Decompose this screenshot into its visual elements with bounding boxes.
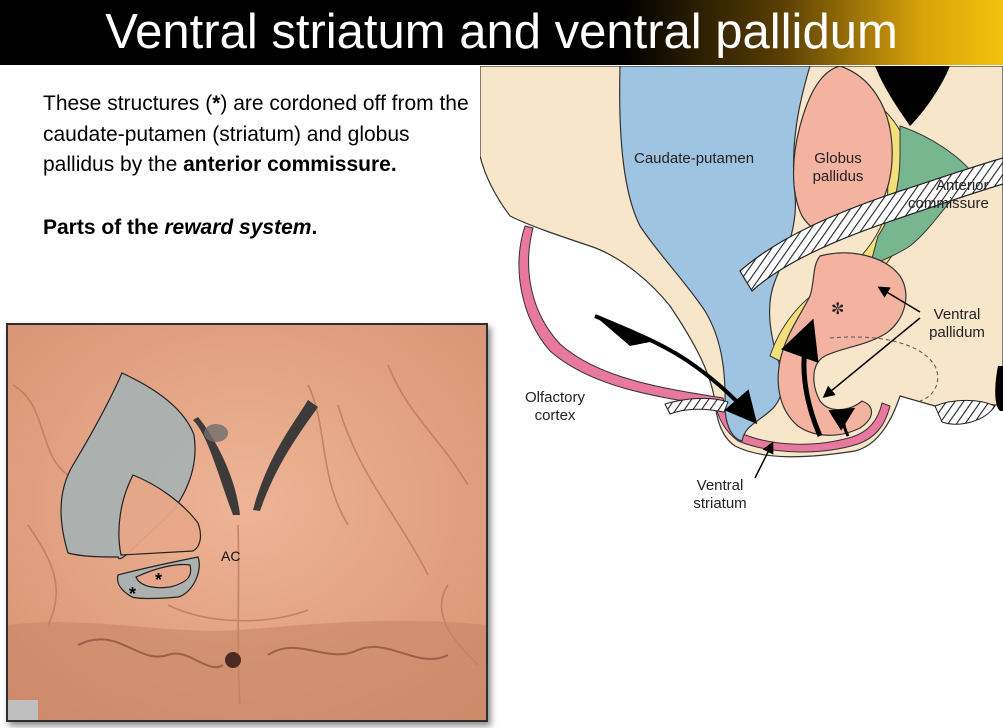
ac-label: AC (221, 548, 240, 564)
ventral-pallidum-outline (135, 563, 192, 589)
anatomy-diagram: Caudate-putamen Globus pallidus Anterior… (480, 66, 1003, 512)
slide-title: Ventral striatum and ventral pallidum (105, 5, 898, 59)
p2-text-b: . (311, 215, 318, 239)
brain-section-photo: AC * * (6, 323, 488, 722)
photo-star-1: * (155, 570, 162, 590)
p1-star: * (212, 92, 221, 115)
label-anterior-1: Anterior (936, 177, 989, 194)
olfactory-cortex-layer (518, 225, 891, 453)
hatched-patch-right (934, 399, 996, 425)
diagram-star-marker: ✼ (831, 301, 844, 318)
pointer-ventral-pallidum-1 (877, 286, 921, 313)
black-structure-top (875, 66, 950, 126)
label-olfactory-2: cortex (535, 407, 576, 424)
photo-star-2: * (129, 584, 136, 604)
pathway-arrow-left-tail (595, 316, 655, 346)
left-ventricle (193, 417, 240, 515)
pathway-arrow-up (780, 318, 823, 437)
ventricle-shadow (204, 424, 228, 442)
p2-italic: reward system (164, 215, 312, 239)
right-ventricle (253, 400, 318, 511)
paragraph-1: These structures (*) are cordoned off fr… (43, 89, 473, 181)
p1-text-b: ) are cordoned off from the caudate-puta… (43, 92, 469, 176)
label-ventral-pallidum-1: Ventral (934, 306, 981, 323)
paragraph-2: Parts of the reward system. (43, 213, 473, 244)
pointer-ventral-striatum (754, 441, 774, 479)
label-ventral-pallidum-2: pallidum (929, 324, 985, 341)
black-structure-right (995, 366, 1003, 411)
title-bar (0, 0, 1003, 65)
caudate-putamen-region (619, 66, 811, 442)
label-olfactory-1: Olfactory (525, 389, 586, 406)
p1-bold: anterior commissure. (183, 153, 397, 176)
label-ventral-striatum-2: striatum (693, 495, 746, 512)
basal-vessels-right (267, 645, 449, 660)
label-caudate-putamen: Caudate-putamen (634, 150, 754, 167)
p2-text-a: Parts of the (43, 215, 165, 239)
anterior-commissure-band (739, 157, 1003, 292)
dashed-contour (829, 336, 939, 402)
label-anterior-2: commissure (908, 195, 989, 212)
basal-region (8, 620, 486, 720)
brain-photo-svg: AC * * (8, 325, 486, 720)
pointer-ventral-pallidum-2 (822, 317, 921, 398)
pathway-arrow-small (828, 407, 856, 437)
label-globus-1: Globus (814, 150, 862, 167)
photo-corner-patch (8, 700, 38, 720)
third-ventricle-hole (225, 652, 241, 668)
label-ventral-striatum-1: Ventral (697, 477, 744, 494)
p1-text-a: These structures ( (43, 92, 213, 115)
basal-vessels (77, 638, 224, 669)
globus-pallidus-outline (118, 474, 202, 556)
label-globus-2: pallidus (813, 168, 864, 185)
body-text: These structures (*) are cordoned off fr… (43, 89, 473, 243)
